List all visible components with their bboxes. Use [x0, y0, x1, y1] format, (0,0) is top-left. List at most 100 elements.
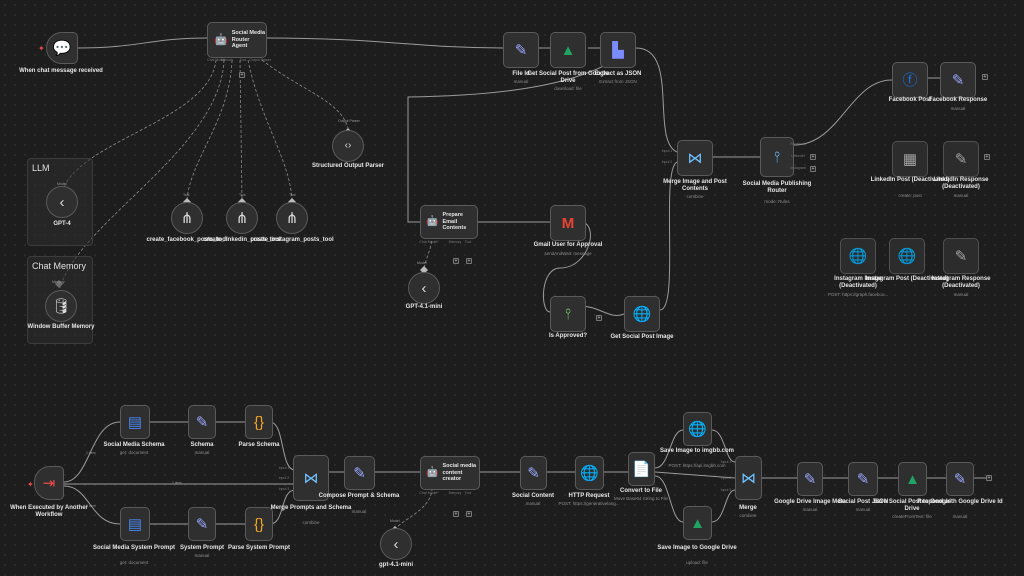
compose-prompt-sub: manual [351, 509, 367, 514]
prep-add-memory[interactable]: + [453, 258, 459, 264]
convert-file-node[interactable]: 📄 [628, 452, 655, 486]
sm-system-prompt-node[interactable]: ▤ [120, 507, 150, 541]
chat-icon: 💬 [52, 39, 72, 57]
merge-in-1: Input 1 [720, 460, 732, 464]
facebook-post-node[interactable]: ⓕ [892, 62, 928, 98]
chat-trigger-node[interactable]: 💬 [46, 32, 78, 64]
respond-id-sub: manual [952, 514, 968, 519]
publish-router-node[interactable]: ⫯ [760, 137, 794, 177]
prepare-email-node[interactable]: 🤖 Prepare Email Contents [420, 205, 478, 239]
prep-add-tool[interactable]: + [466, 258, 472, 264]
extract-json-node[interactable]: ▙ [600, 32, 636, 68]
merge-icon: ⋈ [687, 149, 703, 167]
cc-add-memory[interactable]: + [453, 511, 459, 517]
get-drive-node[interactable]: ▲ [550, 32, 586, 68]
merge-image-post-sub: combine [686, 194, 704, 199]
pencil-icon: ✎ [195, 515, 209, 533]
switch-icon: ⫯ [773, 148, 781, 166]
save-post-gdrive-node[interactable]: ▲ [898, 462, 927, 496]
social-media-schema-sub: get: document [119, 450, 149, 455]
gpt41a-node[interactable]: ‹ [408, 272, 440, 304]
workflow-trigger-label: When Executed by Another Workflow [10, 505, 88, 518]
workflow-trigger-node[interactable]: ⇥ [34, 466, 64, 500]
get-post-image-node[interactable]: 🌐 [624, 296, 660, 332]
instagram-response-node[interactable]: ✎ [943, 238, 979, 274]
file-id-node[interactable]: ✎ [503, 32, 539, 68]
social-post-json-node[interactable]: ✎ [848, 462, 878, 496]
parse-system-prompt-node[interactable]: {} [245, 507, 273, 541]
system-prompt-node[interactable]: ✎ [188, 507, 216, 541]
merge-prompts-label: Merge Prompts and Schema [270, 505, 352, 511]
parse-system-prompt-label: Parse System Prompt [227, 545, 291, 551]
linkedin-response-node[interactable]: ✎ [943, 141, 979, 177]
add-tool-button[interactable]: + [239, 72, 245, 78]
router-agent-title: Social Media Router Agent [231, 30, 266, 50]
social-content-node[interactable]: ✎ [520, 456, 547, 490]
output-parser-label: Structured Output Parser [311, 163, 384, 169]
router-add-li[interactable]: + [810, 154, 816, 160]
is-approved-node[interactable]: ⫯ [550, 296, 586, 332]
robot-icon: 🤖 [426, 216, 439, 227]
gpt41b-node[interactable]: ‹ [380, 528, 412, 560]
window-memory-label: Window Buffer Memory [27, 324, 95, 330]
facebook-icon: ⓕ [902, 71, 918, 89]
tool-instagram-node[interactable]: ⋔ [276, 202, 308, 234]
if-add-false[interactable]: + [596, 315, 602, 321]
globe-icon: 🌐 [688, 420, 707, 438]
gmail-node[interactable]: M [550, 205, 586, 241]
router-add-ig[interactable]: + [810, 166, 816, 172]
gpt41a-tag: Model [417, 261, 427, 265]
tree-icon: ⋔ [235, 209, 249, 227]
gpt4-tag: Model [57, 182, 67, 186]
tool-facebook-node[interactable]: ⋔ [171, 202, 203, 234]
facebook-post-label: Facebook Post [888, 97, 932, 103]
window-memory-node[interactable]: 🛢 [45, 290, 77, 322]
router-out-fb: Facebook [790, 142, 806, 146]
save-gdrive-image-node[interactable]: ▲ [683, 506, 712, 540]
curly-braces-icon: {} [253, 515, 265, 533]
file-id-label: File Id [512, 71, 530, 77]
social-post-json-label: Social Post JSON [837, 499, 889, 505]
pencil-icon: ✎ [803, 470, 817, 488]
schema-sub: manual [194, 450, 210, 455]
merge-image-post-node[interactable]: ⋈ [677, 140, 713, 176]
save-post-gdrive-label: Save Social Post to Google Drive [873, 499, 951, 512]
parse-schema-node[interactable]: {} [245, 405, 273, 439]
instagram-post-node[interactable]: 🌐 [889, 238, 925, 274]
globe-icon: 🌐 [632, 305, 652, 323]
compose-prompt-node[interactable]: ✎ [344, 456, 375, 490]
linkedin-post-node[interactable]: ▦ [892, 141, 928, 177]
save-imgbb-node[interactable]: 🌐 [683, 412, 712, 446]
linkedin-icon: ▦ [902, 150, 918, 168]
tool-linkedin-node[interactable]: ⋔ [226, 202, 258, 234]
tree-icon: ⋔ [180, 209, 194, 227]
fb-add-button[interactable]: + [982, 74, 988, 80]
router-out-ig: Instagram [790, 166, 806, 170]
merge-label: Merge [739, 505, 757, 511]
extract-json-label: Extract as JSON [594, 71, 642, 77]
http-request-node[interactable]: 🌐 [575, 456, 604, 490]
schema-node[interactable]: ✎ [188, 405, 216, 439]
convert-file-sub: Move Base64 String to File [613, 496, 669, 501]
wf-trigger-bolt-icon: ✦ [27, 480, 34, 489]
router-agent-node[interactable]: 🤖 Social Media Router Agent [207, 22, 267, 58]
merge-node[interactable]: ⋈ [735, 456, 762, 500]
gpt4-node[interactable]: ‹ [46, 186, 78, 218]
facebook-response-node[interactable]: ✎ [940, 62, 976, 98]
merge-icon: ⋈ [303, 469, 319, 487]
mp-in1: Input 1 [278, 466, 290, 470]
content-creator-node[interactable]: 🤖 Social media content creator [420, 456, 480, 490]
instagram-image-sub: POST: https://graph.faceboo... [827, 292, 889, 297]
respond-id-node[interactable]: ✎ [946, 462, 974, 496]
system-prompt-sub: manual [194, 553, 210, 558]
cc-add-tool[interactable]: + [466, 511, 472, 517]
final-add-button[interactable]: + [986, 475, 992, 481]
instagram-image-node[interactable]: 🌐 [840, 238, 876, 274]
pencil-icon: ✎ [195, 413, 209, 431]
gdrive-meta-node[interactable]: ✎ [797, 462, 823, 496]
output-parser-node[interactable]: ‹› [332, 130, 364, 162]
social-media-schema-node[interactable]: ▤ [120, 405, 150, 439]
li-add-button[interactable]: + [984, 154, 990, 160]
get-drive-label: Get Social Post from Google Drive [527, 71, 609, 84]
merge-prompts-node[interactable]: ⋈ [293, 455, 329, 501]
